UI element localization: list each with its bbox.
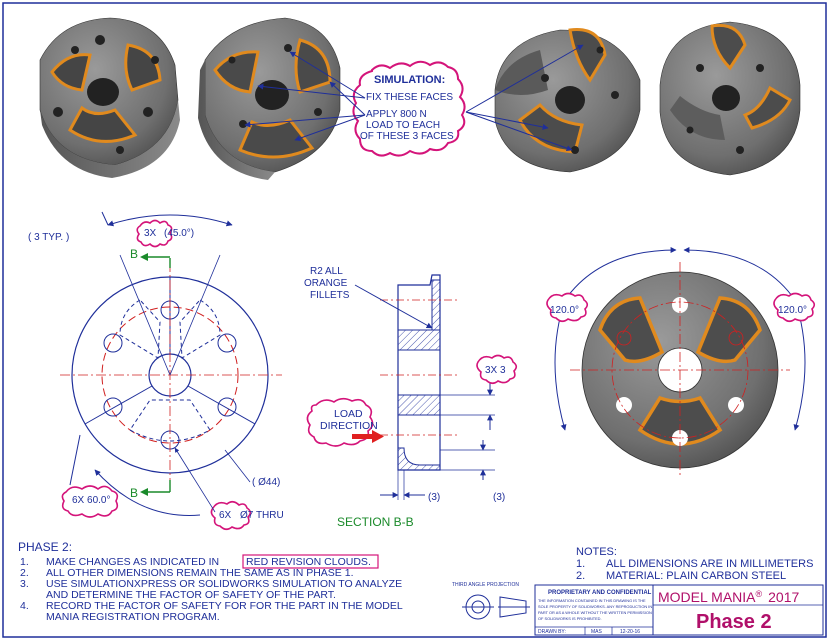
phase-t4b: MANIA REGISTRATION PROGRAM. xyxy=(46,611,220,623)
angle-left-cloud xyxy=(546,292,589,323)
projection-symbol xyxy=(462,594,530,620)
general-notes: NOTES: 1. ALL DIMENSIONS ARE IN MILLIMET… xyxy=(576,546,813,582)
drawn-date: 12-20-16 xyxy=(620,629,640,635)
angle-right-cloud xyxy=(773,292,816,323)
typ-note: ( 3 TYP. ) xyxy=(28,232,69,243)
phase-t1-highlight: RED REVISION CLOUDS. xyxy=(246,556,371,568)
projection-label: THIRD ANGLE PROJECTION xyxy=(452,582,519,588)
phase-t2: ALL OTHER DIMENSIONS REMAIN THE SAME AS … xyxy=(46,567,354,579)
phase-t3b: AND DETERMINE THE FACTOR OF SAFETY OF TH… xyxy=(46,589,336,601)
angle-cloud xyxy=(136,219,173,248)
simulation-line-3: LOAD TO EACH xyxy=(366,120,440,131)
section-label-bottom: B xyxy=(130,486,138,500)
notes-heading: NOTES: xyxy=(576,546,617,558)
dia44-leader xyxy=(224,449,251,483)
holes-leader xyxy=(174,447,216,513)
prop-line-3: PART OR AS A WHOLE WITHOUT THE WRITTEN P… xyxy=(538,610,652,615)
brand-year: 2017 xyxy=(768,589,799,605)
holes-cloud xyxy=(210,500,252,531)
chamfer-cloud xyxy=(476,354,518,385)
front-view xyxy=(60,211,282,516)
chamfer-note: 3X 3 xyxy=(485,365,506,376)
fillet-note-3: FILLETS xyxy=(310,290,350,301)
title-block: THIRD ANGLE PROJECTION PROPRIETARY AND C… xyxy=(452,582,824,636)
iso-view-3 xyxy=(494,28,641,173)
phase-t1: MAKE CHANGES AS INDICATED IN xyxy=(46,556,219,568)
section-view xyxy=(354,274,495,500)
angle-right: 120.0° xyxy=(778,305,807,316)
simulation-callout: SIMULATION: FIX THESE FACES APPLY 800 N … xyxy=(244,44,584,157)
dim-right: (3) xyxy=(493,492,505,503)
iso-view-1 xyxy=(39,17,180,178)
section-label-top: B xyxy=(130,247,138,261)
brand-name: MODEL MANIA xyxy=(658,589,756,605)
right-view xyxy=(554,247,806,478)
phase-n4: 4. xyxy=(20,600,29,612)
phase-n3: 3. xyxy=(20,578,29,590)
angle-left: 120.0° xyxy=(550,305,579,316)
fillet-note-2: ORANGE xyxy=(304,278,348,289)
prop-title: PROPRIETARY AND CONFIDENTIAL xyxy=(548,590,652,596)
prop-line-4: OF SOLIDWORKS IS PROHIBITED. xyxy=(538,616,602,621)
notes-t1: ALL DIMENSIONS ARE IN MILLIMETERS xyxy=(606,558,813,570)
angle-3x: 3X xyxy=(144,228,157,239)
fillet-note-1: R2 ALL xyxy=(310,266,343,277)
angle-6x60: 6X 60.0° xyxy=(72,495,110,506)
phase-t3a: USE SIMULATIONXPRESS OR SOLIDWORKS SIMUL… xyxy=(46,578,402,590)
section-title: SECTION B-B xyxy=(337,515,414,529)
holes-count: 6X xyxy=(219,510,232,521)
phase-n1: 1. xyxy=(20,556,29,568)
notes-t2: MATERIAL: PLAIN CARBON STEEL xyxy=(606,570,786,582)
prop-line-1: THE INFORMATION CONTAINED IN THIS DRAWIN… xyxy=(538,598,646,603)
phase-n2: 2. xyxy=(20,567,29,579)
iso-view-4 xyxy=(659,21,801,176)
simulation-line-1: FIX THESE FACES xyxy=(366,92,453,103)
dim-left: (3) xyxy=(428,492,440,503)
notes-n2: 2. xyxy=(576,570,585,582)
phase-t4a: RECORD THE FACTOR OF SAFETY FOR FOR THE … xyxy=(46,600,403,612)
phase-title: Phase 2 xyxy=(696,611,772,633)
simulation-title: SIMULATION: xyxy=(374,74,445,86)
brand-reg: ® xyxy=(756,589,763,599)
load-arrow xyxy=(352,430,384,443)
simulation-line-2: APPLY 800 N xyxy=(366,109,427,120)
notes-n1: 1. xyxy=(576,558,585,570)
angle-45: (45.0°) xyxy=(164,228,194,239)
prop-line-2: SOLE PROPERTY OF SOLIDWORKS. ANY REPRODU… xyxy=(538,604,652,609)
simulation-line-4: OF THESE 3 FACES xyxy=(360,131,454,142)
drawn-by: MAS xyxy=(591,629,603,635)
revision-box xyxy=(242,554,379,569)
phase-notes: PHASE 2: 1. MAKE CHANGES AS INDICATED IN… xyxy=(18,540,403,623)
phase-heading: PHASE 2: xyxy=(18,540,72,554)
holes-note: Ø7 THRU xyxy=(240,510,284,521)
iso-view-2 xyxy=(198,17,341,180)
load-line-1: LOAD xyxy=(334,408,363,420)
angle60-cloud xyxy=(61,485,119,518)
diameter-44: ( Ø44) xyxy=(252,477,280,488)
drawn-by-label: DRAWN BY: xyxy=(538,629,566,635)
load-line-2: DIRECTION xyxy=(320,420,378,432)
brand-title: MODEL MANIA® 2017 xyxy=(658,589,799,605)
